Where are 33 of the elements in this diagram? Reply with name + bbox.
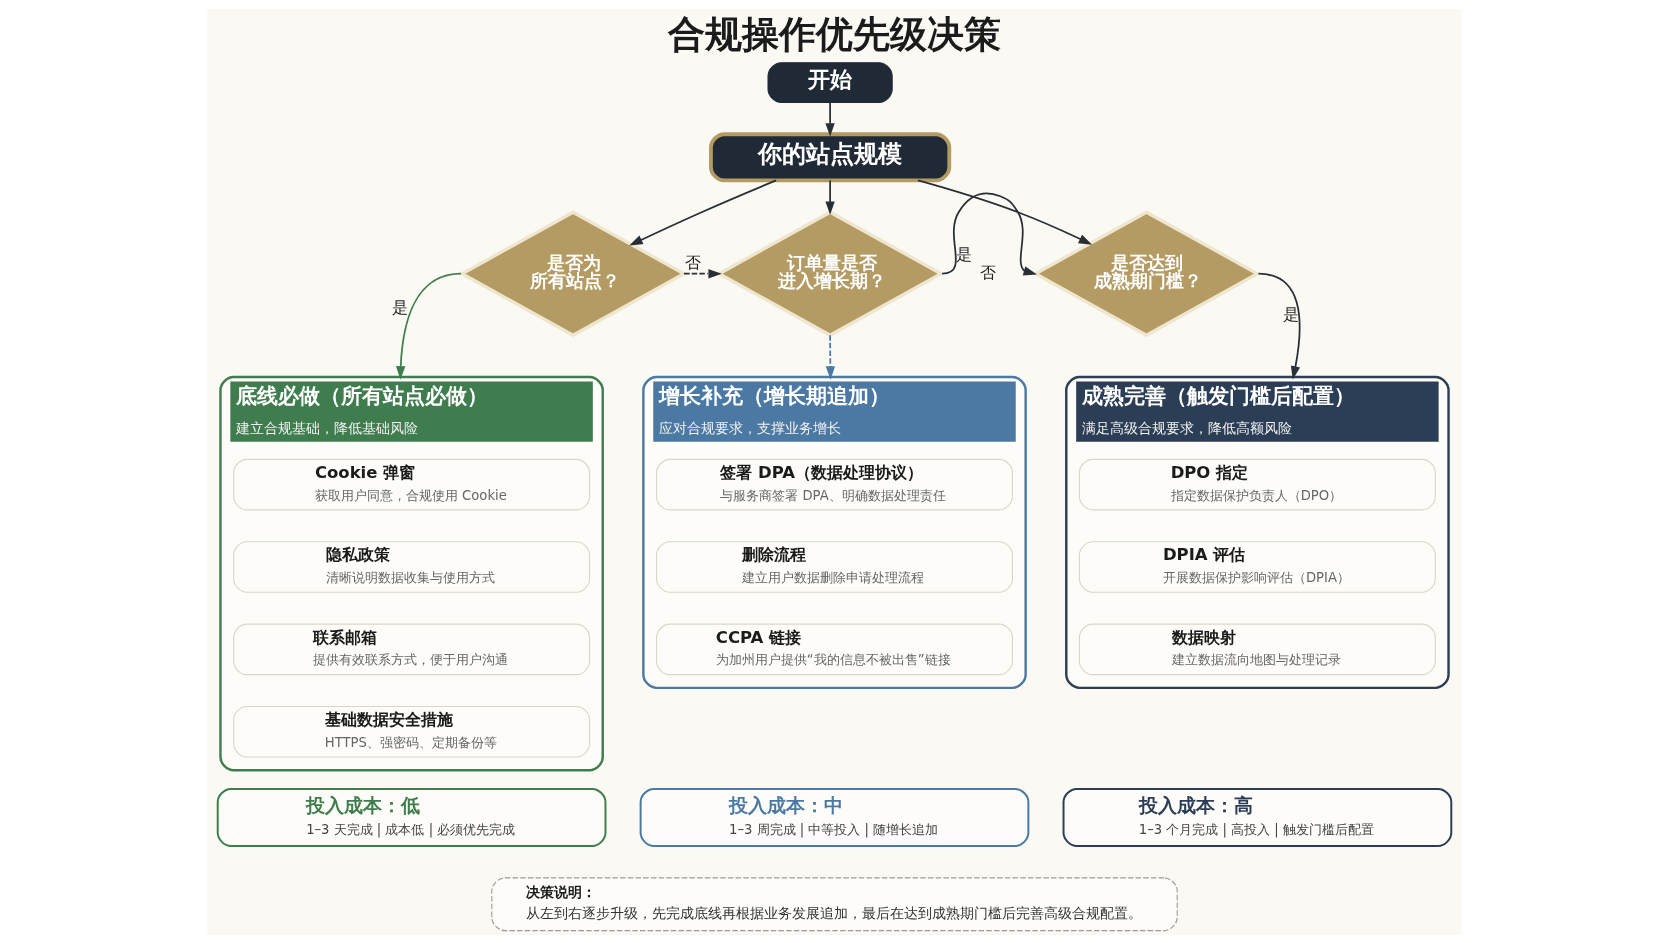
arrow [825, 333, 835, 380]
node-box: 数据映射 建立数据流向地图与处理记录 [1078, 623, 1436, 675]
node-box: Cookie 弹窗 获取用户同意，合规使用 Cookie [232, 458, 590, 510]
node-diamond: 是否达到成熟期门槛？ [1031, 209, 1261, 337]
arrow [940, 192, 1037, 275]
node-box: DPIA 评估 开展数据保护影响评估（DPIA） [1078, 540, 1436, 593]
arrow [395, 272, 462, 380]
arrow [824, 179, 835, 215]
node-box: 你的站点规模 [708, 131, 951, 182]
diagram-title: 合规操作优先级决策 [667, 11, 1001, 56]
node-box: CCPA 链接 为加州用户提供“我的信息不被出售”链接 [655, 623, 1013, 675]
arrow [824, 101, 835, 137]
arrow [682, 268, 722, 278]
node-box: 投入成本：中 1–3 周完成 | 中等投入 | 随增长追加 [639, 787, 1029, 847]
node-diamond: 订单量是否进入增长期？ [715, 209, 944, 337]
node-box: DPO 指定 指定数据保护负责人（DPO） [1078, 458, 1436, 510]
node-box: 隐私政策 清晰说明数据收集与使用方式 [232, 540, 590, 593]
arrow [628, 179, 777, 246]
node-box: 联系邮箱 提供有效联系方式，便于用户沟通 [232, 623, 590, 675]
node-box: 决策说明： 从左到右逐步升级，先完成底线再根据业务发展追加，最后在达到成熟期门槛后完善高级合规配置。 [490, 876, 1178, 931]
edge-label: 是 [955, 244, 972, 264]
arrow [916, 179, 1092, 245]
node-box: 签署 DPA（数据处理协议） 与服务商签署 DPA、明确数据处理责任 [655, 458, 1013, 510]
node-box: 开始 [767, 61, 893, 103]
node-box: 投入成本：低 1–3 天完成 | 成本低 | 必须优先完成 [216, 787, 606, 847]
edge-label: 是 [391, 297, 408, 317]
edge-label: 是 [1282, 304, 1299, 324]
arrow [1257, 272, 1300, 380]
node-box: 删除流程 建立用户数据删除申请处理流程 [655, 540, 1013, 593]
edge-label: 否 [684, 252, 701, 272]
label: 否 [979, 262, 996, 282]
node-box: 基础数据安全措施 HTTPS、强密码、定期备份等 [232, 705, 590, 758]
node-box: 投入成本：高 1–3 个月完成 | 高投入 | 触发门槛后配置 [1062, 787, 1452, 847]
